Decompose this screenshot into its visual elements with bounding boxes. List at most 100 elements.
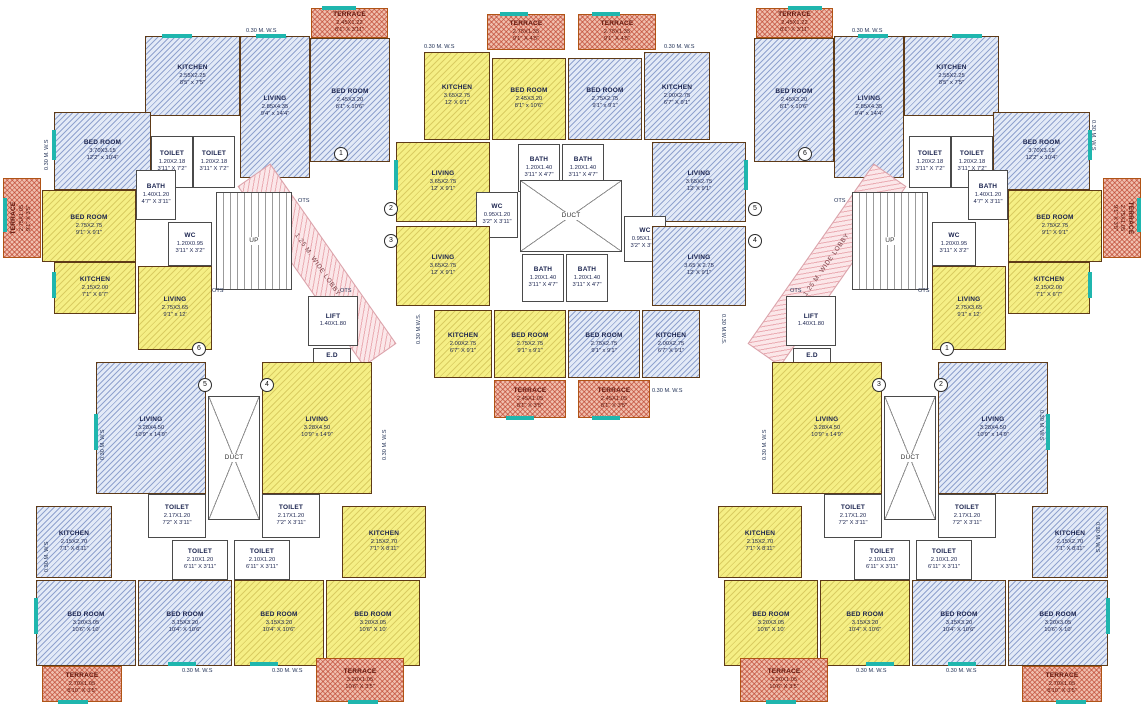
room-dimension: 2.17X1.20 bbox=[839, 512, 867, 519]
room-name: 1.25 M. WIDE LOBBY bbox=[293, 231, 342, 298]
room-dimension: 3.65X2.75 bbox=[429, 178, 457, 185]
room-dimension: 12'2" x 10'4" bbox=[86, 155, 119, 162]
room-dimension: 1.20X1.40 bbox=[525, 164, 553, 171]
room-dimension: 1.20X1.40 bbox=[569, 164, 597, 171]
room-dimension: 9'1" x 12' bbox=[957, 312, 981, 319]
room-dimension: 4'7" X 3'11" bbox=[141, 199, 171, 206]
room-dimension: 9'1" X 9'1" bbox=[75, 230, 103, 237]
room-dimension: 2.17X1.20 bbox=[163, 512, 191, 519]
room-name: TERRACE bbox=[333, 11, 366, 19]
room-dimension: 2.17X1.20 bbox=[277, 512, 305, 519]
unit-number-marker: 5 bbox=[198, 378, 212, 392]
unit-number-marker: 3 bbox=[872, 378, 886, 392]
window-marker bbox=[592, 12, 620, 16]
room-dimension: 3'11" X 7'2" bbox=[199, 166, 229, 173]
room-label-group: DUCT bbox=[222, 453, 246, 463]
room-name: BED ROOM bbox=[775, 88, 813, 96]
window-marker bbox=[394, 160, 398, 190]
room-name: TERRACE bbox=[597, 387, 631, 395]
unit-number-marker: 6 bbox=[192, 342, 206, 356]
room-dimension: 2.45X3.20 bbox=[780, 96, 808, 103]
room-name: WC bbox=[184, 232, 196, 240]
room-dimension: 1.40X1.20 bbox=[974, 191, 1002, 198]
room-name: UP bbox=[883, 236, 897, 246]
room-name: LIVING bbox=[815, 416, 839, 424]
window-marker bbox=[348, 700, 378, 704]
room-name: DUCT bbox=[559, 211, 583, 221]
room-dimension: 1.20X0.95 bbox=[940, 240, 968, 247]
room-dimension: 2.00X2.75 bbox=[663, 92, 691, 99]
room-name: TOILET bbox=[840, 504, 866, 512]
room-dimension: 8'1" X 3'11" bbox=[779, 27, 810, 34]
room-name: LIVING bbox=[431, 254, 455, 262]
room-name: BED ROOM bbox=[510, 87, 548, 95]
room-name: KITCHEN bbox=[79, 276, 111, 284]
window-marker bbox=[322, 6, 356, 10]
room-name: TERRACE bbox=[513, 387, 547, 395]
room-dimension: 7'1" X 8'11" bbox=[745, 546, 775, 553]
unit-number-marker: 2 bbox=[384, 202, 398, 216]
room-dimension: 12' X 9'1" bbox=[430, 186, 456, 193]
wall-dimension-label: 0.30 M. W.S bbox=[1090, 120, 1096, 151]
window-marker bbox=[162, 34, 192, 38]
room-dimension: 2.75X2.75 bbox=[1041, 222, 1069, 229]
room-label-group: 1.25 M. WIDE LOBBY bbox=[802, 232, 852, 298]
room-dimension: 3.15X3.20 bbox=[851, 619, 879, 626]
room-name: LIFT bbox=[325, 313, 341, 321]
room-dimension: 2.75X2.75 bbox=[590, 340, 618, 347]
room-dimension: 4'7" X 3'11" bbox=[973, 199, 1003, 206]
room-name: TOILET bbox=[278, 504, 304, 512]
room-dimension: 10'9" x 14'9" bbox=[301, 432, 333, 439]
room-dimension: 2.45X1.22 bbox=[781, 19, 808, 26]
room-name: KITCHEN bbox=[661, 84, 693, 92]
room-dimension: 8'1" x 10'6" bbox=[779, 104, 809, 111]
room-name: BATH bbox=[978, 183, 998, 191]
room-dimension: 12' X 9'1" bbox=[686, 270, 712, 277]
room-label-group: DUCT bbox=[898, 453, 922, 463]
room-dimension: 2.75X1.05 bbox=[1119, 204, 1126, 232]
ots-label: OTS bbox=[212, 288, 224, 294]
room-name: KITCHEN bbox=[58, 530, 90, 538]
room-label-group: E.D bbox=[806, 352, 817, 360]
room-name: KITCHEN bbox=[936, 64, 967, 72]
window-marker bbox=[506, 416, 534, 420]
room-dimension: 10'9" x 14'9" bbox=[977, 432, 1009, 439]
room-dimension: 9'1" x 9'1" bbox=[592, 103, 618, 110]
room-dimension: 1.20X1.40 bbox=[573, 274, 601, 281]
room-dimension: 2.45X3.20 bbox=[336, 96, 364, 103]
room-name: BED ROOM bbox=[354, 611, 392, 619]
room-name: TERRACE bbox=[1126, 201, 1134, 235]
wall-dimension-label: 0.30 M. W.S bbox=[852, 28, 883, 34]
